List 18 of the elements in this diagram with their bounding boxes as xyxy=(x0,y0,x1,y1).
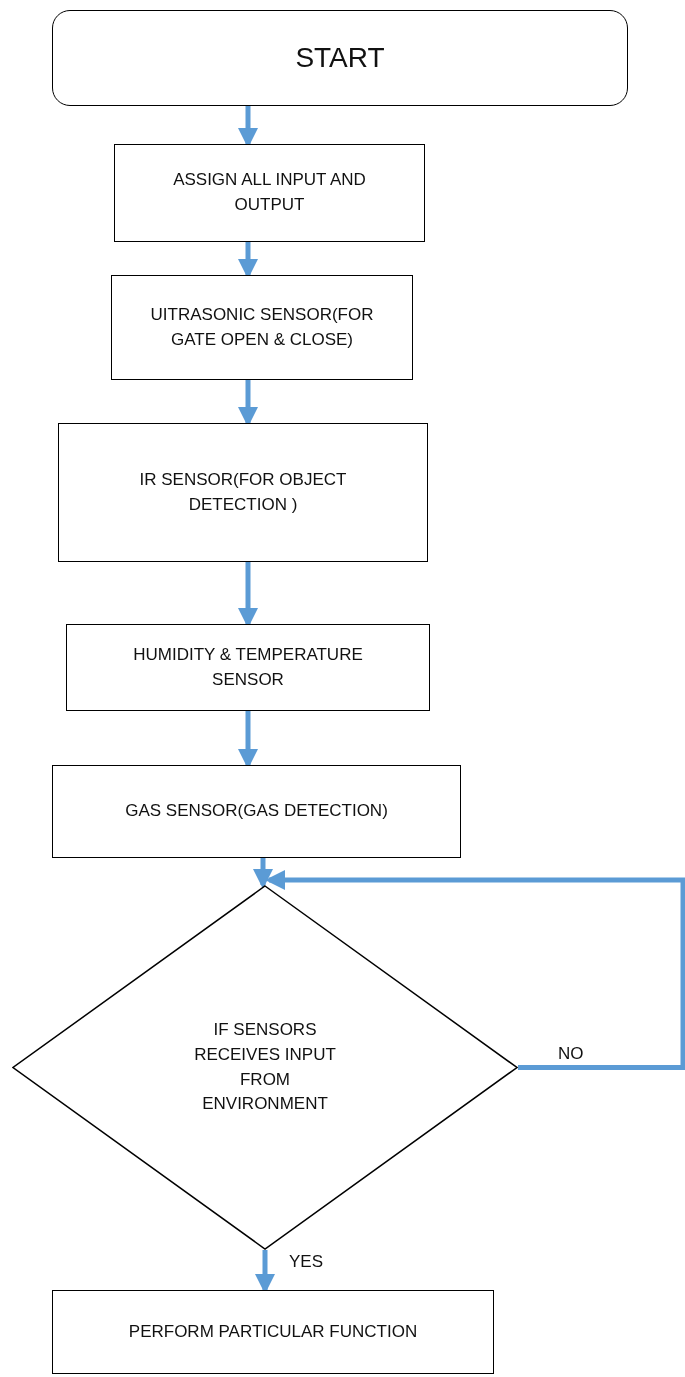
process-box xyxy=(114,144,425,242)
decision-diamond xyxy=(12,885,518,1250)
node-text: ASSIGN ALL INPUT AND OUTPUT xyxy=(172,169,367,216)
node-text: HUMIDITY & TEMPERATURE SENSOR xyxy=(132,643,364,691)
process-box xyxy=(58,423,428,562)
node-text: START xyxy=(294,40,386,75)
process-box xyxy=(52,1290,494,1374)
terminal-box xyxy=(52,10,628,106)
arrow xyxy=(253,858,273,889)
arrow xyxy=(265,870,685,1070)
node-text: IF SENSORS RECEIVES INPUT FROM ENVIRONMENT xyxy=(193,1019,337,1116)
node-text: UITRASONIC SENSOR(FOR GATE OPEN & CLOSE) xyxy=(149,303,375,351)
node-text: IR SENSOR(FOR OBJECT DETECTION ) xyxy=(138,468,348,516)
process-box xyxy=(52,765,461,858)
node-text: PERFORM PARTICULAR FUNCTION xyxy=(127,1320,419,1343)
process-box xyxy=(111,275,413,380)
process-box xyxy=(66,624,430,711)
node-text: GAS SENSOR(GAS DETECTION) xyxy=(124,800,389,823)
